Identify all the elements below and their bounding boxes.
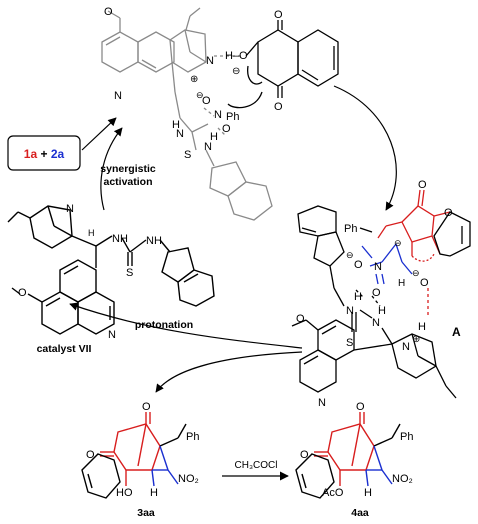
naphthoquinone-top <box>227 20 339 109</box>
nitro-o-minus-label: O <box>202 95 211 107</box>
quinuclidine-cage-top <box>169 29 207 73</box>
int-thiourea-s: S <box>346 337 353 349</box>
p3-hydroxy-label: HO <box>116 487 133 499</box>
product-release-arrow <box>155 351 303 393</box>
product-4aa-structure <box>295 412 401 499</box>
int-quinoline-n: N <box>318 397 326 409</box>
thiourea-h1-label: H <box>172 119 180 131</box>
quinoline-ring-b <box>137 31 175 73</box>
int-thiourea-h2: H <box>378 305 386 317</box>
p4-acetoxy-label: AcO <box>322 487 344 499</box>
p4-ketone-o2: O <box>300 449 309 461</box>
catalyst-vii-structure <box>7 205 215 335</box>
nitro-n-label: N <box>214 109 222 121</box>
h-o-label: H–O <box>225 50 248 62</box>
indane-top-5ring <box>209 161 247 197</box>
intermediate-a-benzo <box>359 211 471 257</box>
transition-state-top-labels: O N N ⊕ H–O H N S N H O ⊖ N O Ph <box>104 6 248 161</box>
quinoline-ring-a <box>101 31 139 73</box>
indane-top-6ring <box>227 181 273 221</box>
nitro-o2-label: O <box>222 123 231 135</box>
catalyst-nh-1: NH <box>112 233 128 245</box>
methoxy-o-label: O <box>104 6 113 18</box>
p3-ketone-o2: O <box>86 449 95 461</box>
intermediate-a-nitronate-labels: O ⊖ N O H H N S N H O N N ⊕ H A <box>296 250 461 409</box>
intermediate-a-nitronate <box>361 243 413 285</box>
reactants-text: 1a + 2a <box>24 147 65 161</box>
p4-ketone-o1: O <box>356 401 365 413</box>
int-thiourea-h1: H <box>354 291 362 303</box>
phenyl-top-label: Ph <box>226 111 239 123</box>
product-3aa-label: 3aa <box>137 507 155 519</box>
int-enolate-o: O <box>420 277 429 289</box>
reagent-label: CH₃COCl <box>235 460 278 471</box>
intermediate-a-structure <box>291 205 457 399</box>
reactants-box: 1a + 2a <box>7 135 81 171</box>
cycle-arrow-right <box>333 85 397 211</box>
p4-nitro-label: NO₂ <box>392 473 413 485</box>
protonation-label: protonation <box>135 319 193 331</box>
catalyst-s: S <box>126 267 133 279</box>
catalyst-label: catalyst VII <box>37 343 92 355</box>
activation-label: activation <box>103 176 152 188</box>
catalyst-quinuclidine-n: N <box>66 203 74 215</box>
synergistic-label: synergistic <box>100 163 156 175</box>
int-ketone-o2: O <box>444 207 453 219</box>
synergistic-arrow <box>100 127 123 211</box>
ammonium-plus-label: ⊕ <box>190 74 198 85</box>
p3-ketone-o1: O <box>142 401 151 413</box>
quinone-o-bottom: O <box>274 101 283 113</box>
protonation-arrow <box>69 302 303 349</box>
p3-phenyl-label: Ph <box>186 431 199 443</box>
intermediate-a-enolate <box>377 189 451 316</box>
quinuclidine-n-label: N <box>206 55 214 67</box>
nitronate-minus: ⊖ <box>346 250 354 260</box>
p4-phenyl-label: Ph <box>400 431 413 443</box>
quinone-o-top: O <box>274 9 283 21</box>
int-thiourea-n2: N <box>372 317 380 329</box>
catalyst-methoxy-o: O <box>18 287 27 299</box>
transition-state-top <box>101 7 273 221</box>
intermediate-a-label: A <box>452 325 461 339</box>
p3-nitro-label: NO₂ <box>178 473 199 485</box>
p4-h-label: H <box>364 487 372 499</box>
catalyst-ch-h: H <box>88 228 95 238</box>
product-4aa-label: 4aa <box>351 507 369 519</box>
thiourea-h2-label: H <box>210 131 218 143</box>
thiourea-s-label: S <box>184 149 191 161</box>
int-ketone-o1: O <box>418 179 427 191</box>
intermediate-a-enolate-labels: Ph O O O ⊖ ⊖ <box>344 179 453 289</box>
int-methoxy-o: O <box>296 313 305 325</box>
int-carbanion-minus: ⊖ <box>394 238 402 248</box>
thiourea-n2-label: N <box>204 141 212 153</box>
int-ammonium-h: H <box>418 321 426 333</box>
product-4aa-labels: O O Ph NO₂ AcO H 4aa <box>300 401 413 519</box>
nitro-minus-charge: ⊖ <box>196 90 204 100</box>
int-thiourea-n1: N <box>346 305 354 317</box>
nitronate-n: N <box>374 261 382 273</box>
catalyst-quinoline-n: N <box>108 329 116 341</box>
reactants-entry-arrow <box>81 117 117 151</box>
catalyst-nh-2: NH <box>146 235 162 247</box>
nitronate-h: H <box>398 278 405 289</box>
quinoline-n-label: N <box>114 90 122 102</box>
p3-h-label: H <box>150 487 158 499</box>
nitronate-o2: O <box>372 287 381 299</box>
nitronate-o1: O <box>354 259 363 271</box>
catalyst-vii-labels: N H NH NH S O N catalyst VII <box>18 203 162 355</box>
product-3aa-structure <box>81 412 187 499</box>
enolate-minus: ⊖ <box>232 66 240 77</box>
product-3aa-labels: O O Ph NO₂ HO H 3aa <box>86 401 199 519</box>
int-ammonium-plus: ⊕ <box>412 334 420 345</box>
int-phenyl-label: Ph <box>344 223 357 235</box>
int-quinuclidine-n: N <box>402 341 410 353</box>
int-enolate-minus: ⊖ <box>412 268 420 278</box>
thiourea-n1-label: N <box>176 128 184 140</box>
